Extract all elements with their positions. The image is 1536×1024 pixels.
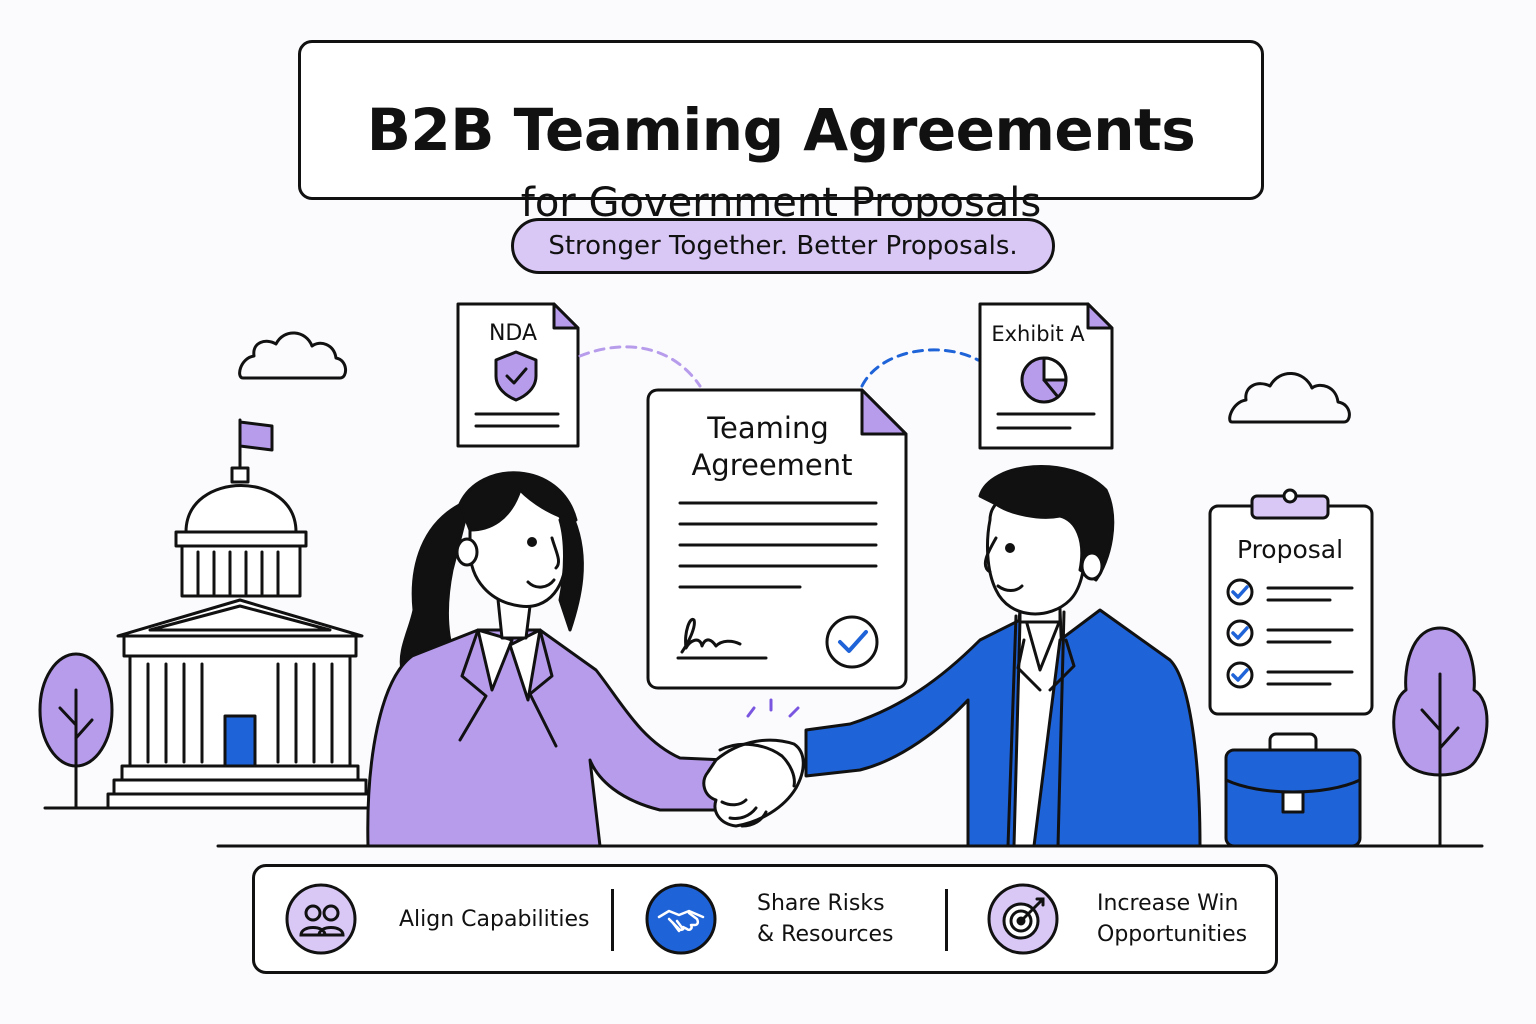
man-character — [804, 465, 1202, 848]
briefcase-icon — [1224, 732, 1362, 848]
benefit-item: Share Risks & Resources — [617, 867, 947, 971]
divider — [945, 889, 948, 951]
benefit-item: Align Capabilities — [255, 867, 609, 971]
benefit-item: Increase Win Opportunities — [951, 867, 1275, 971]
check-circle-icon — [825, 615, 879, 669]
signature-mark — [680, 617, 742, 654]
exhibit-a-document — [978, 302, 1114, 450]
cloud-right-icon — [1228, 372, 1351, 424]
connector-left — [578, 345, 702, 388]
proposal-label: Proposal — [1237, 535, 1343, 564]
shield-check-icon — [494, 350, 538, 402]
page-subtitle: for Government Proposals — [520, 180, 1042, 226]
nda-document — [456, 302, 580, 448]
proposal-clipboard — [1208, 488, 1374, 716]
page-title: B2B Teaming Agreements — [366, 96, 1196, 164]
woman-character — [366, 471, 728, 848]
divider — [611, 889, 614, 951]
agreement-title-line1: Teaming — [706, 411, 829, 445]
nda-label: NDA — [489, 321, 537, 346]
tree-right-icon — [1392, 626, 1489, 848]
connector-right — [860, 348, 980, 388]
handshake-illustration — [702, 738, 805, 828]
pie-chart-icon — [1020, 356, 1068, 404]
benefit-label: Increase Win Opportunities — [1097, 891, 1248, 947]
target-icon — [987, 883, 1059, 955]
handshake-icon — [645, 883, 717, 955]
capitol-building-icon — [106, 418, 374, 810]
benefits-bar: Align Capabilities Share Risks & Resourc… — [252, 864, 1278, 974]
benefit-label: Share Risks & Resources — [757, 891, 894, 947]
teaming-agreement-document — [646, 388, 908, 718]
tagline-badge: Stronger Together. Better Proposals. — [511, 218, 1055, 274]
illustration-scene: NDA Exhibit A Teaming Agreement Proposal — [38, 302, 1489, 848]
benefit-label: Align Capabilities — [399, 906, 590, 932]
cloud-left-icon — [238, 331, 347, 380]
title-box: B2B Teaming Agreements for Government Pr… — [298, 40, 1264, 223]
tree-left-icon — [38, 652, 114, 810]
people-icon — [285, 883, 357, 955]
exhibit-a-label: Exhibit A — [991, 322, 1085, 346]
agreement-title-line2: Agreement — [691, 448, 852, 482]
